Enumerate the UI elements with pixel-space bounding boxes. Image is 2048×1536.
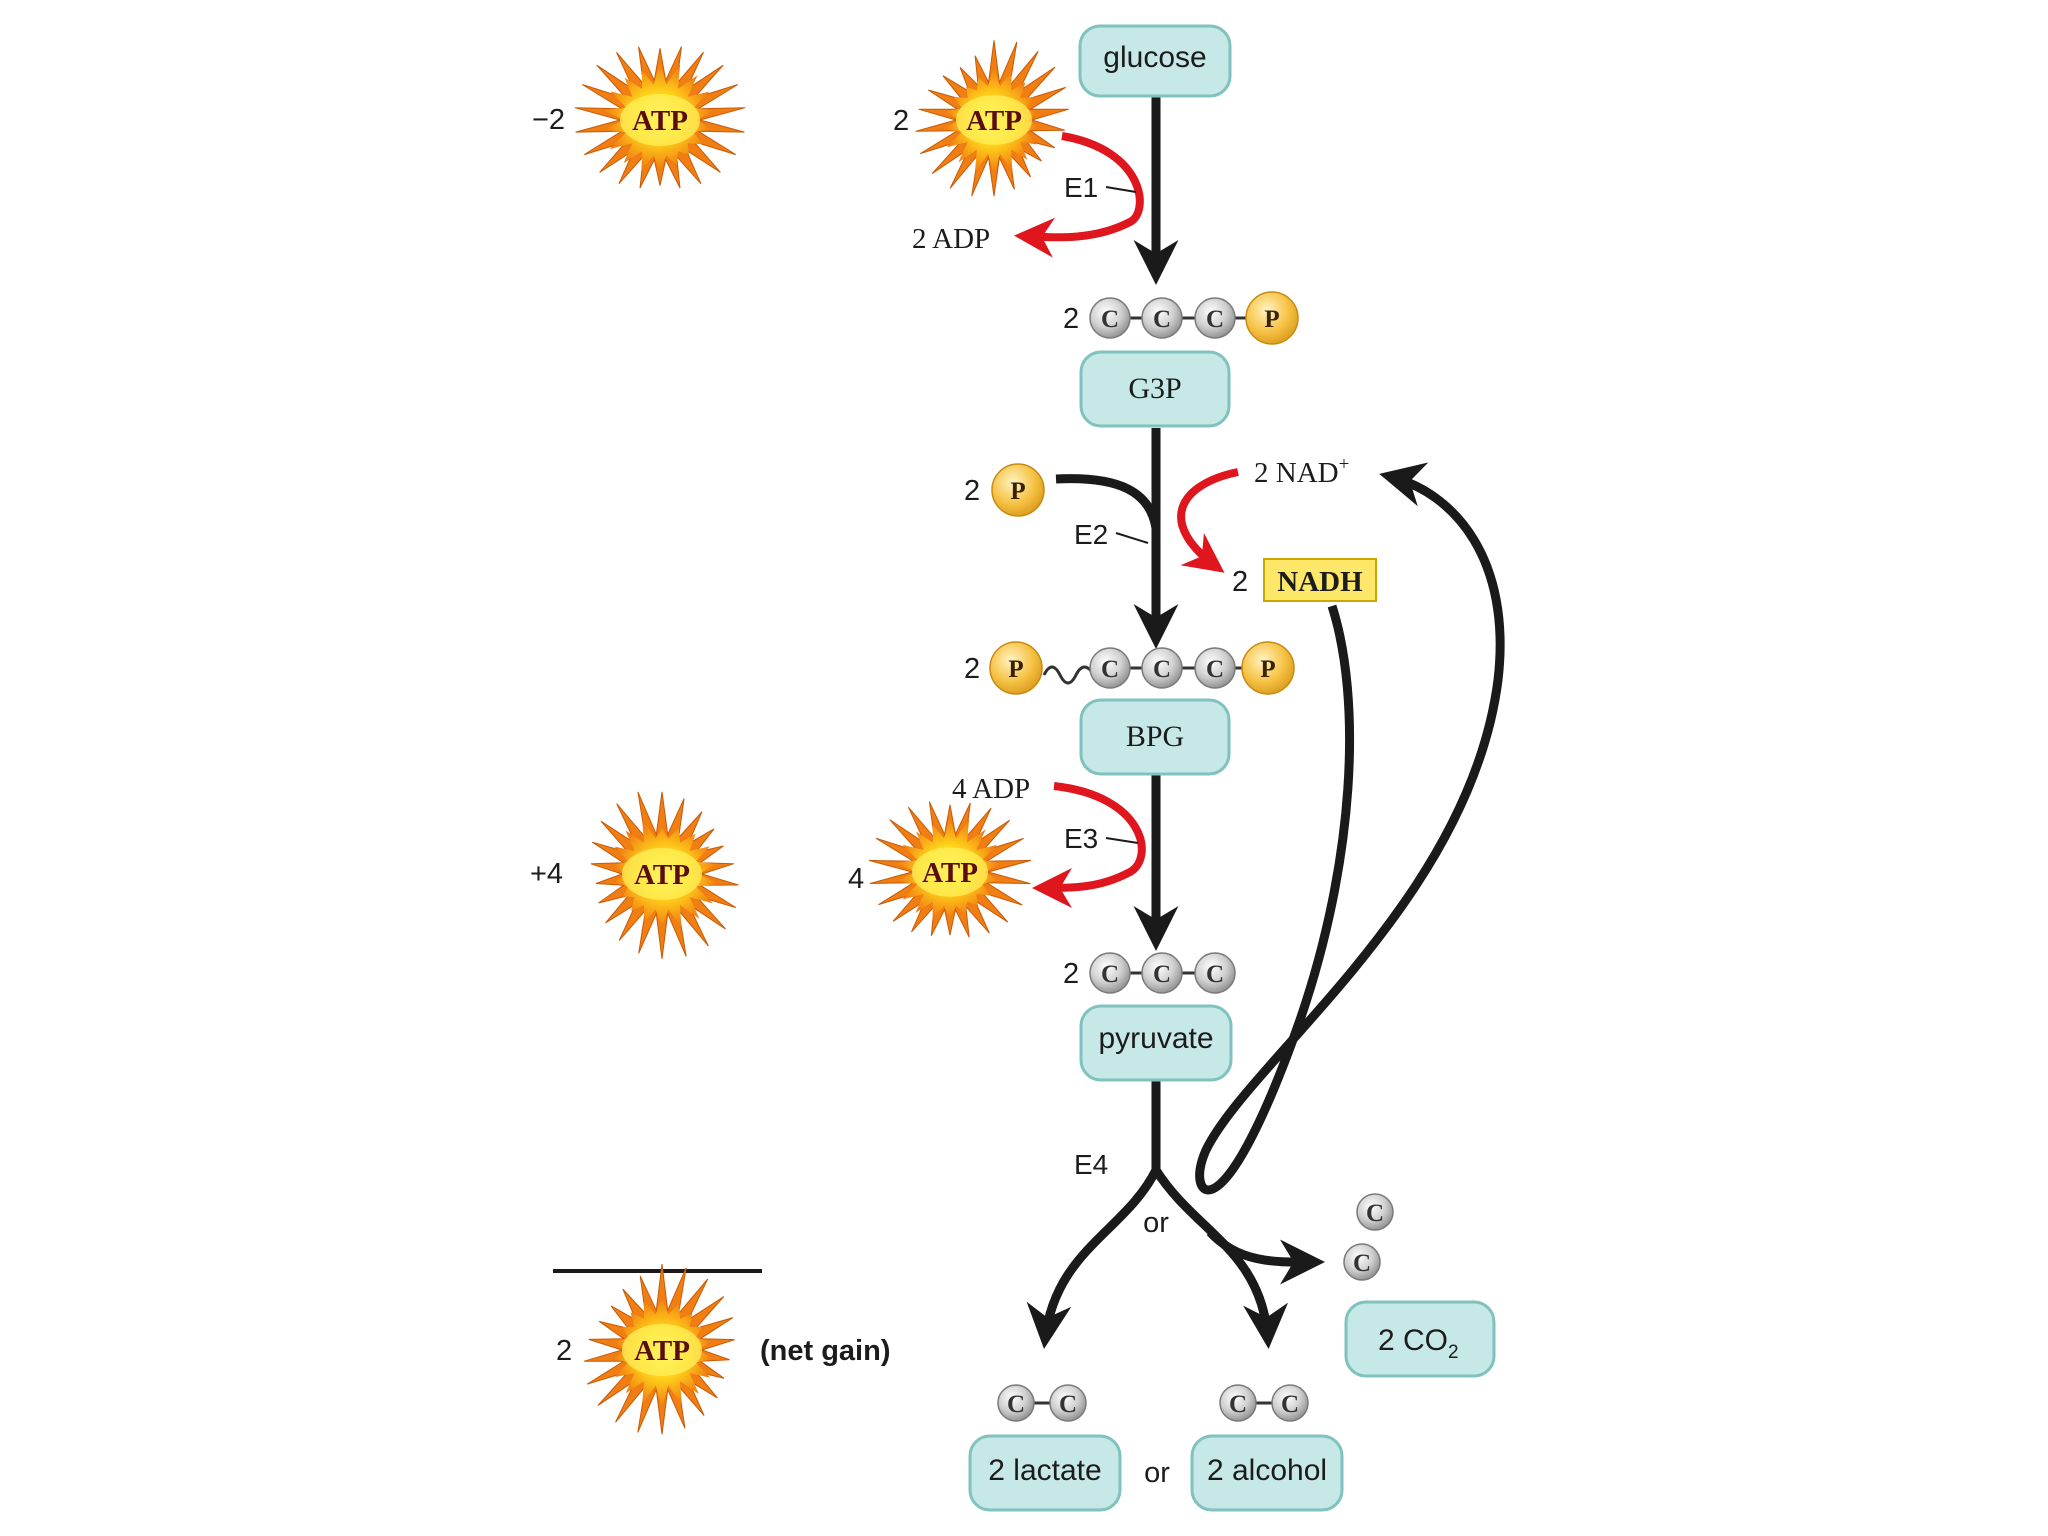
carbon-letter: C bbox=[1007, 1391, 1025, 1418]
carbon-atom: C bbox=[1089, 952, 1131, 994]
carbon-atom: C bbox=[1194, 952, 1236, 994]
label-plus-four: +4 bbox=[530, 858, 563, 890]
carbon-letter: C bbox=[1229, 1391, 1247, 1418]
atp-label: ATP bbox=[634, 1335, 690, 1367]
carbon-atom: C bbox=[1089, 647, 1131, 689]
atp-bursts-layer: ATP ATP ATP ATP ATP bbox=[574, 40, 1069, 1435]
branch-to-lactate bbox=[1026, 1167, 1161, 1349]
carbon-atom: C bbox=[1141, 647, 1183, 689]
carbon-letter: C bbox=[1059, 1391, 1077, 1418]
arrow-phosphate-entry bbox=[1055, 474, 1161, 529]
carbon-letter: C bbox=[1206, 961, 1224, 988]
label-nadh-coef: 2 bbox=[1232, 566, 1248, 598]
phosphate-atom: P bbox=[989, 641, 1043, 695]
box-lactate: 2 lactate bbox=[968, 1434, 1122, 1512]
carbon-letter: C bbox=[1206, 306, 1224, 333]
label-phos-in-coef: 2 bbox=[964, 475, 980, 507]
phosphate-letter: P bbox=[1264, 306, 1279, 333]
label-alcohol: 2 alcohol bbox=[1207, 1454, 1327, 1487]
atp-label: ATP bbox=[632, 105, 688, 137]
label-bpg-coef: 2 bbox=[964, 653, 980, 685]
carbon-atom: C bbox=[1343, 1243, 1381, 1281]
label-e4: E4 bbox=[1074, 1149, 1108, 1180]
high-energy-bond bbox=[1042, 665, 1096, 685]
carbon-letter: C bbox=[1353, 1250, 1371, 1277]
label-adp-out: 2 ADP bbox=[912, 223, 990, 255]
phosphate-atom: P bbox=[1245, 291, 1299, 345]
carbon-atom: C bbox=[1356, 1193, 1394, 1231]
labels: −2 +4 2 (net gain) 2 4 2 ADP 4 ADP E1 E2… bbox=[530, 104, 1349, 1489]
box-g3p: G3P bbox=[1079, 350, 1231, 428]
box-glucose: glucose bbox=[1078, 24, 1232, 98]
carbon-letter: C bbox=[1101, 961, 1119, 988]
label-lactate: 2 lactate bbox=[988, 1454, 1101, 1487]
label-co2: 2 CO2 bbox=[1378, 1324, 1459, 1363]
label-glucose: glucose bbox=[1103, 41, 1206, 74]
label-adp-in: 4 ADP bbox=[952, 773, 1030, 805]
carbon-atom: C bbox=[1271, 1384, 1309, 1422]
atp-label: ATP bbox=[966, 105, 1022, 137]
carbon-letter: C bbox=[1366, 1200, 1384, 1227]
box-co2: 2 CO2 bbox=[1344, 1300, 1496, 1378]
atp-label: ATP bbox=[634, 859, 690, 891]
nadh-badge: NADH bbox=[1263, 558, 1377, 602]
atp-label: ATP bbox=[922, 857, 978, 889]
carbon-atom: C bbox=[1219, 1384, 1257, 1422]
label-net-two: 2 bbox=[556, 1335, 572, 1367]
nadh-recycle-loop bbox=[1195, 462, 1505, 1195]
phosphate-letter: P bbox=[1260, 656, 1275, 683]
carbon-atom: C bbox=[1194, 647, 1236, 689]
atp-burst-invested: ATP bbox=[915, 40, 1069, 197]
label-nad: 2 NAD+ bbox=[1254, 454, 1349, 489]
box-pyruvate: pyruvate bbox=[1079, 1004, 1233, 1082]
carbon-letter: C bbox=[1101, 656, 1119, 683]
main-pathway-arrows bbox=[1026, 96, 1505, 1349]
atp-burst-produced: ATP bbox=[868, 801, 1032, 938]
box-bpg: BPG bbox=[1079, 698, 1231, 776]
label-minus-two: −2 bbox=[532, 104, 565, 136]
enzyme-ticks bbox=[1105, 186, 1149, 844]
branch-to-co2 bbox=[1206, 1228, 1325, 1285]
label-pyr-coef: 2 bbox=[1063, 958, 1079, 990]
label-g3p-coef: 2 bbox=[1063, 303, 1079, 335]
label-e2: E2 bbox=[1074, 519, 1108, 550]
label-net-gain: (net gain) bbox=[760, 1335, 891, 1367]
carbon-atom: C bbox=[1089, 297, 1131, 339]
label-atp-in-coef: 2 bbox=[893, 105, 909, 137]
carbon-letter: C bbox=[1153, 961, 1171, 988]
carbon-atom: C bbox=[1194, 297, 1236, 339]
adp-to-atp-arrow bbox=[1032, 782, 1146, 908]
carbon-letter: C bbox=[1153, 306, 1171, 333]
atp-burst-plus-four: ATP bbox=[590, 791, 739, 960]
carbon-atom: C bbox=[1141, 952, 1183, 994]
atp-burst-minus-two: ATP bbox=[574, 46, 746, 189]
carbon-letter: C bbox=[1281, 1391, 1299, 1418]
carbon-letter: C bbox=[1153, 656, 1171, 683]
label-e3: E3 bbox=[1064, 823, 1098, 854]
atp-to-adp-arrow bbox=[1014, 132, 1144, 258]
label-atp-out-coef: 4 bbox=[848, 863, 864, 895]
label-or-products: or bbox=[1144, 1457, 1170, 1489]
box-alcohol: 2 alcohol bbox=[1190, 1434, 1344, 1512]
phosphate-atom: P bbox=[991, 463, 1045, 517]
label-or-branch: or bbox=[1143, 1207, 1169, 1239]
carbon-atom: C bbox=[997, 1384, 1035, 1422]
carbon-atom: C bbox=[1141, 297, 1183, 339]
carbon-letter: C bbox=[1206, 656, 1224, 683]
phosphate-atom: P bbox=[1241, 641, 1295, 695]
label-pyruvate: pyruvate bbox=[1098, 1022, 1213, 1055]
nad-to-nadh-arrow bbox=[1177, 468, 1239, 573]
phosphate-letter: P bbox=[1010, 478, 1025, 505]
label-bpg: BPG bbox=[1126, 720, 1184, 753]
phosphate-letter: P bbox=[1008, 656, 1023, 683]
atp-burst-net-gain: ATP bbox=[583, 1263, 735, 1435]
label-g3p: G3P bbox=[1128, 372, 1181, 405]
carbon-letter: C bbox=[1101, 306, 1119, 333]
red-arrows bbox=[1014, 132, 1239, 908]
label-nadh: NADH bbox=[1277, 566, 1363, 598]
label-e1: E1 bbox=[1064, 172, 1098, 203]
carbon-atom: C bbox=[1049, 1384, 1087, 1422]
